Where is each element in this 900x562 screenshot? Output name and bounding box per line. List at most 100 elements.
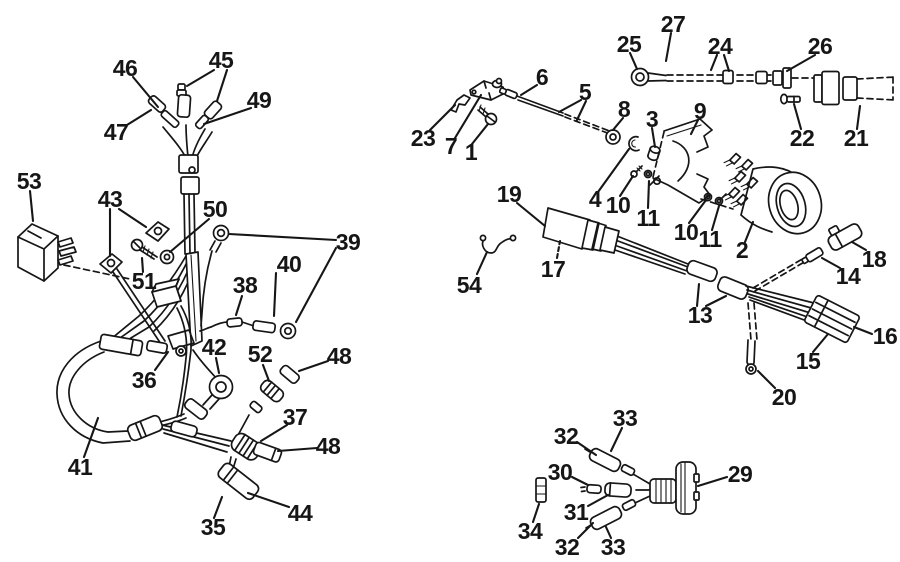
bracket-assembly-36 [110, 251, 217, 418]
leader-line-37 [259, 423, 289, 443]
leader-line-50 [168, 217, 211, 254]
callout-number-39: 39 [336, 229, 361, 255]
leader-line-2 [743, 220, 755, 244]
leader-line-53 [28, 189, 35, 223]
callout-number-29: 29 [728, 461, 753, 487]
leader-line-31 [586, 493, 610, 508]
leader-line-21 [855, 104, 862, 131]
leader-line-23 [428, 103, 457, 132]
callout-number-8: 8 [618, 96, 631, 122]
callout-number-15: 15 [796, 348, 821, 374]
leader-line-19 [515, 201, 547, 228]
callout-number-54: 54 [457, 272, 482, 298]
callout-number-4: 4 [589, 186, 602, 212]
ring-terminal-wire-40 [200, 224, 230, 327]
leader-line-26 [785, 53, 817, 73]
leader-line-51 [140, 256, 145, 274]
leader-line-25 [628, 51, 639, 71]
leader-line-3 [650, 126, 657, 149]
harness-branch-junction [161, 364, 300, 501]
leader-line-5 [557, 98, 583, 114]
callout-number-16: 16 [873, 323, 898, 349]
callout-number-25: 25 [617, 31, 642, 57]
callout-number-10: 10 [674, 219, 699, 245]
leader-line-45 [185, 68, 216, 88]
callout-number-32: 32 [555, 534, 580, 560]
callout-number-43: 43 [98, 186, 123, 212]
leader-line-24 [709, 53, 719, 72]
callout-number-49: 49 [247, 87, 272, 113]
battery-cable-41 [56, 333, 169, 444]
leader-line-54 [475, 250, 489, 276]
leader-line-7 [453, 93, 483, 140]
leader-line-20 [756, 369, 777, 390]
callout-number-13: 13 [688, 302, 713, 328]
callout-number-21: 21 [844, 125, 869, 151]
callout-number-23: 23 [411, 125, 436, 151]
callout-number-33: 33 [601, 534, 626, 560]
callout-number-51: 51 [132, 268, 157, 294]
callout-number-18: 18 [862, 246, 887, 272]
leader-line-36 [153, 350, 170, 372]
leader-line-38 [234, 294, 244, 317]
callout-number-48: 48 [316, 433, 341, 459]
leader-line-13 [704, 294, 728, 308]
leader-line-40 [272, 271, 278, 318]
leader-line-10 [618, 174, 635, 198]
leader-line-22 [792, 102, 803, 131]
leader-line-11 [710, 204, 721, 232]
callout-number-32: 32 [554, 423, 579, 449]
callout-number-11: 11 [698, 226, 722, 252]
leader-line-1 [470, 122, 490, 146]
callout-number-26: 26 [808, 33, 833, 59]
leader-line-42 [214, 356, 221, 375]
leader-line-46 [131, 75, 160, 109]
callout-number-36: 36 [132, 367, 157, 393]
callout-number-7: 7 [445, 133, 457, 159]
relay-drawing [17, 223, 131, 282]
main-harness-connector-19 [479, 207, 863, 375]
leader-line-39 [227, 232, 338, 242]
callout-number-24: 24 [708, 33, 733, 59]
leader-line-48 [297, 359, 330, 373]
leader-line-39 [294, 246, 338, 324]
leader-line-48 [276, 446, 319, 453]
callout-number-35: 35 [201, 514, 226, 540]
leader-line-27 [664, 31, 673, 63]
screw-drawing-51 [130, 238, 158, 260]
callout-number-3: 3 [646, 106, 658, 132]
leader-line-4 [596, 147, 631, 194]
leader-line-24 [722, 53, 731, 73]
leader-line-11 [646, 179, 651, 210]
leader-line-32 [575, 440, 598, 457]
callout-number-19: 19 [497, 181, 522, 207]
callout-number-52: 52 [248, 341, 273, 367]
leader-line-15 [811, 332, 830, 354]
callout-number-41: 41 [68, 454, 93, 480]
leader-line-43 [117, 207, 148, 229]
leader-line-10 [687, 198, 708, 225]
leader-line-41 [82, 416, 100, 459]
callout-number-2: 2 [736, 237, 748, 263]
callout-number-34: 34 [518, 518, 543, 544]
leader-line-17 [555, 239, 562, 260]
leader-line-49 [202, 106, 253, 126]
callout-number-46: 46 [113, 55, 138, 81]
callout-number-33: 33 [613, 405, 638, 431]
pushbutton-switch-drawing [450, 77, 613, 135]
leader-line-14 [820, 256, 842, 270]
callout-number-20: 20 [772, 384, 797, 410]
leader-line-45 [215, 68, 229, 103]
callout-number-48: 48 [327, 343, 352, 369]
leader-line-9 [689, 118, 700, 136]
leader-line-52 [261, 363, 271, 383]
leader-line-32 [576, 521, 595, 540]
mounting-bracket-9 [649, 118, 734, 210]
callout-number-11: 11 [636, 205, 660, 231]
callout-number-44: 44 [288, 500, 313, 526]
leader-line-44 [246, 491, 291, 509]
leader-line-6 [519, 83, 539, 97]
